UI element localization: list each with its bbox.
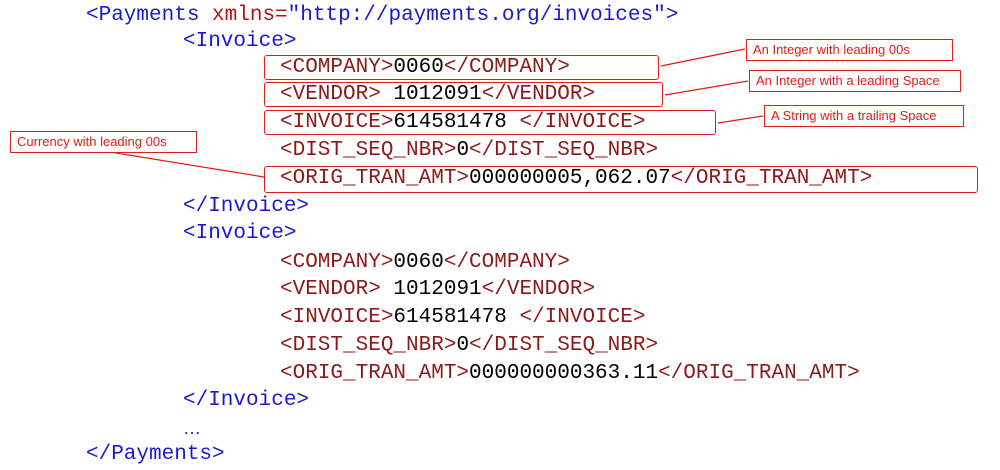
- dist-seq-open-tag: <DIST_SEQ_NBR>: [280, 139, 457, 162]
- invoice-number-open-tag: <INVOICE>: [280, 111, 394, 134]
- amount-open-tag: <ORIG_TRAN_AMT>: [280, 167, 470, 190]
- company-close-tag: </COMPANY>: [443, 56, 570, 79]
- vendor-value: 1012091: [380, 278, 482, 301]
- vendor-close-tag: </VENDOR>: [481, 278, 596, 301]
- invoice-1-company-line: <COMPANY>0060</COMPANY>: [280, 56, 570, 80]
- dist-seq-value: 0: [456, 334, 470, 357]
- invoice-1-amount-line: <ORIG_TRAN_AMT>000000005,062.07</ORIG_TR…: [280, 167, 872, 191]
- amount-highlight-box: [264, 166, 978, 193]
- invoice-number-value: 614581478: [393, 111, 520, 134]
- amount-value: 000000005,062.07: [469, 167, 671, 190]
- company-value: 0060: [393, 251, 444, 274]
- amount-value: 000000000363.11: [469, 362, 659, 385]
- invoice-leader-line: [717, 115, 764, 124]
- vendor-highlight-box: [264, 82, 663, 107]
- company-leader-line: [660, 48, 746, 67]
- vendor-leader-line: [664, 80, 749, 96]
- invoice-2-vendor-line: <VENDOR> 1012091</VENDOR>: [280, 278, 595, 302]
- ellipsis: …: [183, 418, 201, 438]
- invoice-2-dist-line: <DIST_SEQ_NBR>0</DIST_SEQ_NBR>: [280, 334, 658, 358]
- vendor-annotation-label: An Integer with a leading Space: [749, 70, 961, 92]
- company-close-tag: </COMPANY>: [443, 251, 570, 274]
- company-open-tag: <COMPANY>: [280, 56, 394, 79]
- invoice-2-company-line: <COMPANY>0060</COMPANY>: [280, 251, 570, 275]
- invoice-highlight-box: [264, 110, 716, 135]
- root-xmlns-attribute: xmlns=: [212, 4, 288, 27]
- amount-leader-line: [109, 151, 265, 178]
- invoice-number-close-tag: </INVOICE>: [519, 111, 646, 134]
- invoice-1-vendor-line: <VENDOR> 1012091</VENDOR>: [280, 83, 595, 107]
- root-open-tag-end: >: [665, 4, 679, 27]
- invoice-1-invoice-line: <INVOICE>614581478 </INVOICE>: [280, 111, 645, 135]
- invoice-2-open-tag: <Invoice>: [183, 222, 297, 245]
- invoice-2-amount-line: <ORIG_TRAN_AMT>000000000363.11</ORIG_TRA…: [280, 362, 860, 386]
- invoice-annotation-label: A String with a trailing Space: [764, 105, 964, 127]
- amount-close-tag: </ORIG_TRAN_AMT>: [670, 167, 873, 190]
- invoice-number-value: 614581478: [393, 306, 520, 329]
- invoice-2-close-tag: </Invoice>: [183, 389, 310, 412]
- root-xmlns-value: "http://payments.org/invoices": [287, 4, 666, 27]
- amount-open-tag: <ORIG_TRAN_AMT>: [280, 362, 470, 385]
- company-open-tag: <COMPANY>: [280, 251, 394, 274]
- dist-seq-close-tag: </DIST_SEQ_NBR>: [469, 139, 659, 162]
- amount-close-tag: </ORIG_TRAN_AMT>: [658, 362, 860, 385]
- invoice-number-close-tag: </INVOICE>: [519, 306, 646, 329]
- company-annotation-label: An Integer with leading 00s: [746, 39, 953, 61]
- root-open-line: <Payments xmlns="http://payments.org/inv…: [86, 4, 678, 28]
- dist-seq-close-tag: </DIST_SEQ_NBR>: [469, 334, 659, 357]
- root-close-tag: </Payments>: [86, 443, 225, 466]
- dist-seq-value: 0: [456, 139, 470, 162]
- vendor-open-tag: <VENDOR>: [280, 278, 381, 301]
- root-open-tag: <Payments: [86, 4, 200, 27]
- invoice-2-invoice-line: <INVOICE>614581478 </INVOICE>: [280, 306, 645, 330]
- invoice-1-open-tag: <Invoice>: [183, 30, 297, 53]
- company-highlight-box: [264, 55, 659, 80]
- invoice-number-open-tag: <INVOICE>: [280, 306, 394, 329]
- invoice-1-dist-line: <DIST_SEQ_NBR>0</DIST_SEQ_NBR>: [280, 139, 658, 163]
- invoice-1-close-tag: </Invoice>: [183, 195, 310, 218]
- dist-seq-open-tag: <DIST_SEQ_NBR>: [280, 334, 457, 357]
- vendor-value: 1012091: [380, 83, 482, 106]
- vendor-close-tag: </VENDOR>: [481, 83, 596, 106]
- vendor-open-tag: <VENDOR>: [280, 83, 381, 106]
- amount-annotation-label: Currency with leading 00s: [10, 131, 197, 153]
- company-value: 0060: [393, 56, 444, 79]
